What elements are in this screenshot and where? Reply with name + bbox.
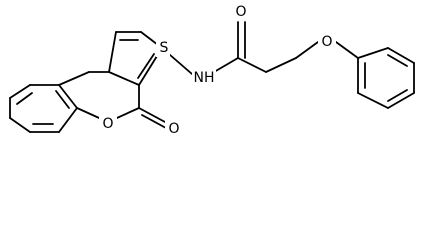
bond (138, 107, 166, 123)
bond (9, 84, 31, 99)
bond (335, 41, 359, 59)
bond (387, 89, 408, 102)
bond (265, 57, 297, 73)
bond (55, 90, 70, 109)
bond (213, 57, 239, 73)
chemical-structure-diagram: S NH O O O O (9, 3, 415, 138)
bond (16, 92, 33, 105)
bond (137, 53, 155, 79)
bond (9, 117, 31, 133)
bond (357, 92, 389, 109)
sulfur-atom-label: S (160, 40, 169, 56)
bond (387, 92, 415, 109)
bond (357, 47, 389, 59)
amide-nitrogen-label: NH (194, 70, 215, 86)
ring-oxygen-label: O (102, 116, 113, 132)
bond (58, 84, 78, 109)
bond (295, 41, 319, 59)
bonds (9, 21, 415, 133)
amide-oxygen-label: O (235, 4, 246, 20)
bond (108, 31, 117, 73)
bond (108, 71, 140, 86)
bond (58, 107, 78, 133)
bond (58, 71, 90, 86)
bond (387, 47, 415, 64)
ether-oxygen-label: O (321, 34, 332, 50)
lactone-oxygen-label: O (168, 121, 179, 137)
bond (141, 114, 167, 129)
atom-labels: S NH O O O O (99, 3, 336, 138)
bond (237, 57, 267, 73)
bond (387, 54, 408, 67)
